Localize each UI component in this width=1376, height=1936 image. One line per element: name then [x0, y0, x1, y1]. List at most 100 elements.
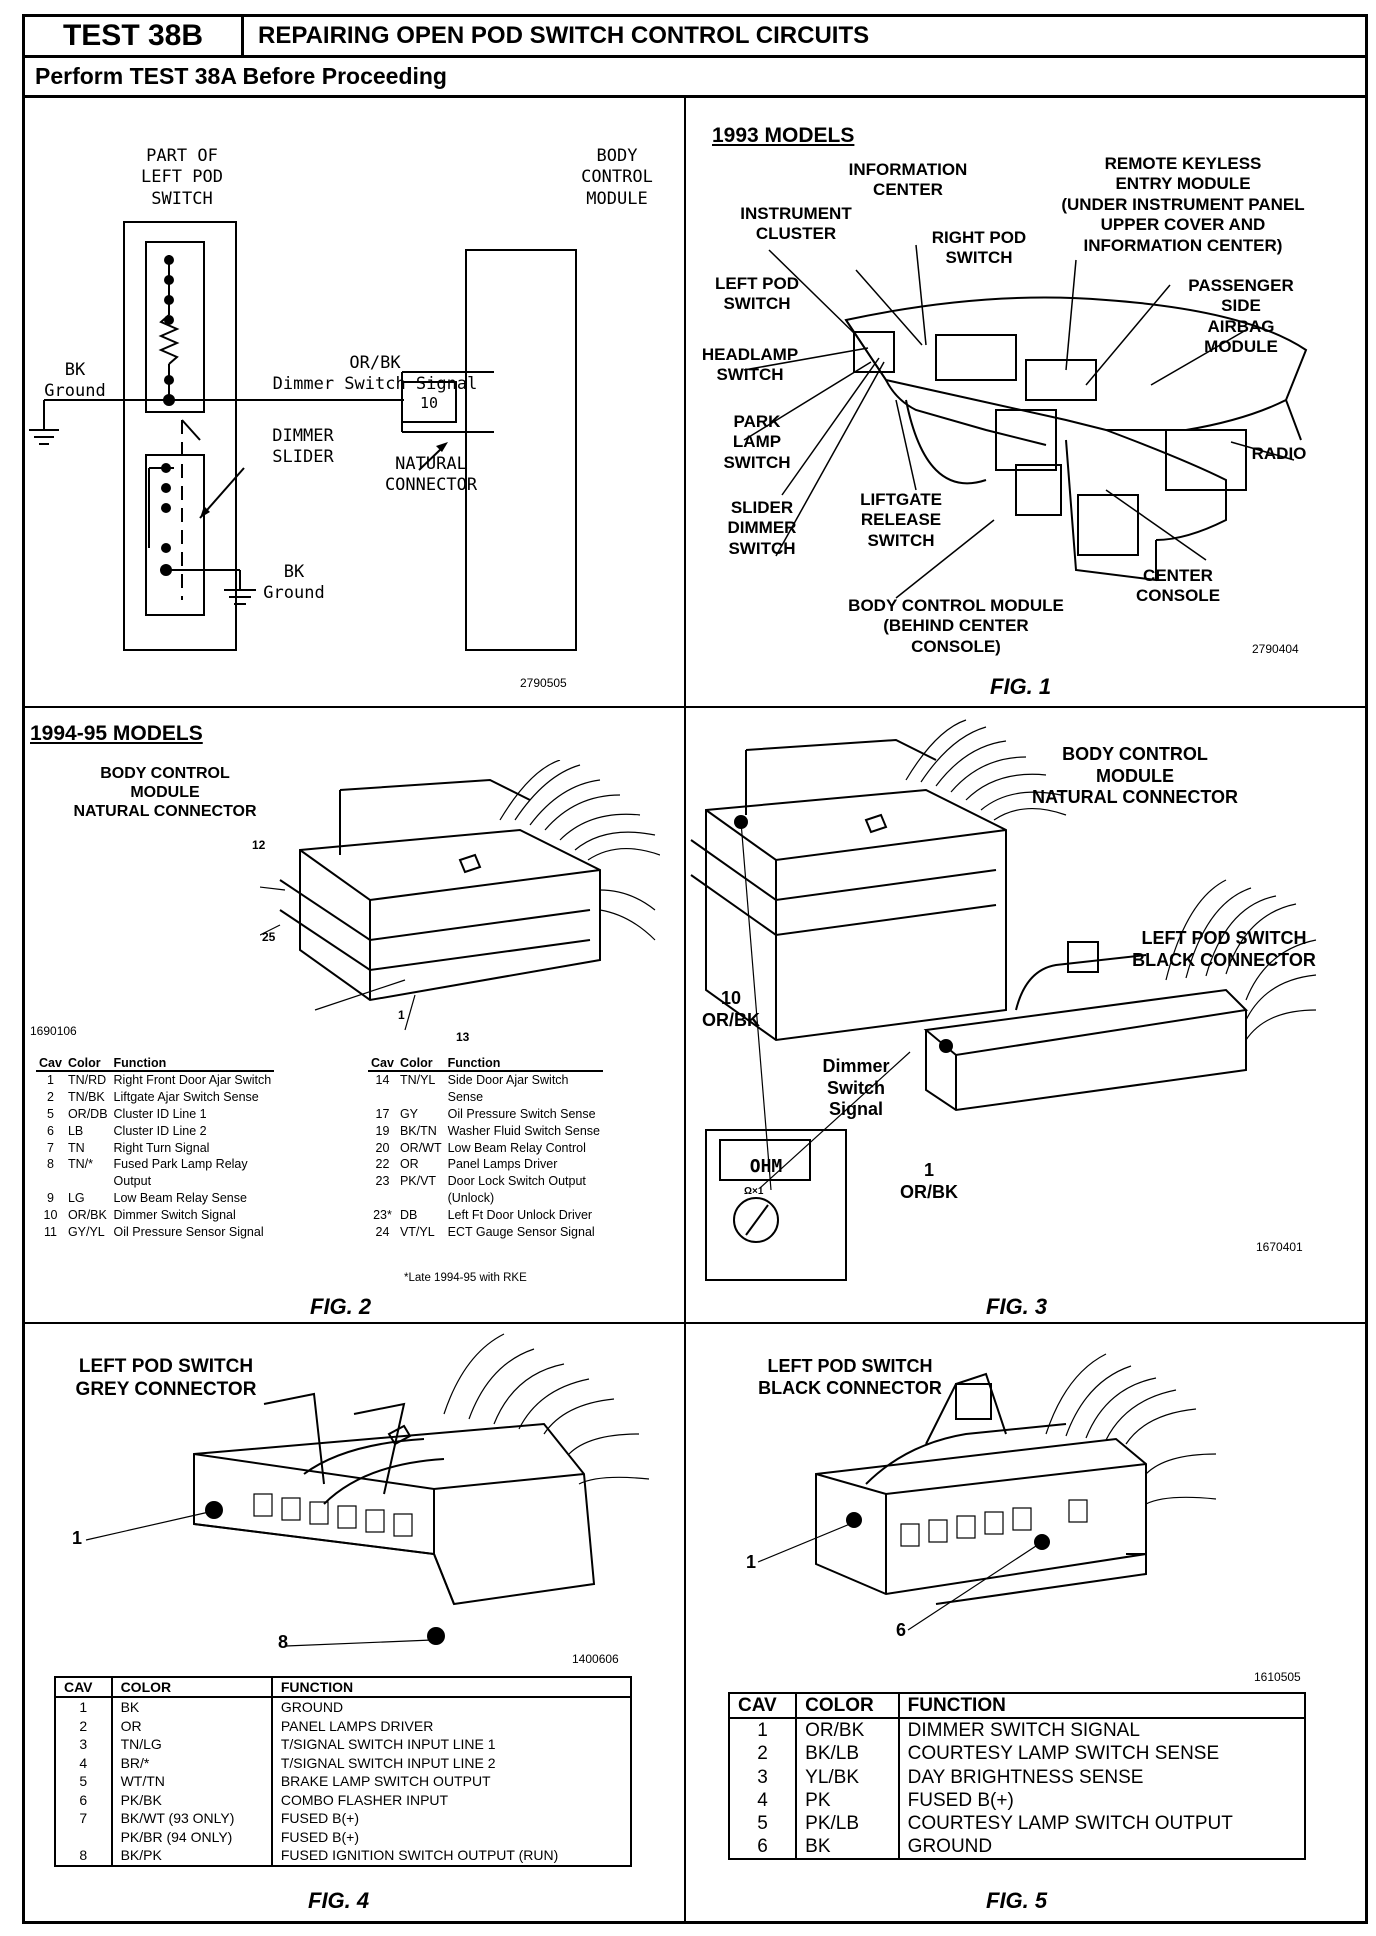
pin-8-dot [427, 1627, 445, 1645]
cell-function: Liftgate Ajar Switch Sense [113, 1089, 259, 1104]
cell-cav: 6 [729, 1835, 798, 1860]
cell-function: Washer Fluid Switch Sense [447, 1123, 600, 1138]
fig5-caption: FIG. 5 [986, 1888, 1048, 1913]
label-information-center: INFORMATION CENTER [848, 160, 968, 200]
cell-color: PK/VT [399, 1174, 437, 1189]
fig2-pin-12: 12 [252, 838, 266, 852]
contact [164, 315, 174, 325]
fig4-caption: FIG. 4 [308, 1888, 370, 1913]
pin-10: 10 [419, 394, 439, 412]
wire-label: OR/BK Dimmer Switch Signal [272, 353, 478, 395]
fig1-code: 2790404 [1252, 642, 1299, 656]
pin-6-dot [1034, 1534, 1050, 1550]
probe-pin-10 [734, 815, 748, 829]
cell-cav: 17 [375, 1106, 390, 1121]
cell-cav: 19 [375, 1123, 390, 1138]
bcm-title: BODY CONTROL MODULE [581, 146, 653, 209]
label-remote-keyless: REMOTE KEYLESS ENTRY MODULE (UNDER INSTR… [1061, 154, 1305, 255]
cell-function: DAY BRIGHTNESS SENSE [898, 1765, 1307, 1789]
pin-1-dot [846, 1512, 862, 1528]
fig3-signal-label: Dimmer Switch Signal [822, 1056, 890, 1120]
probe-pin-1 [939, 1039, 953, 1053]
cell-function: Cluster ID Line 1 [113, 1106, 207, 1121]
label-park-lamp: PARK LAMP SWITCH [723, 412, 791, 472]
fig3-connector-title: BODY CONTROL MODULE NATURAL CONNECTOR [1032, 744, 1238, 808]
cell-cav: 3 [55, 1735, 113, 1754]
cell-color: LB [67, 1123, 84, 1138]
contact [164, 375, 174, 385]
col-color: Color [64, 1056, 111, 1072]
fig2-caption: FIG. 2 [310, 1294, 372, 1319]
grid-divider-h2 [22, 1322, 1368, 1324]
fig5-code: 1610505 [1254, 1670, 1301, 1684]
cell-function: T/SIGNAL SWITCH INPUT LINE 1 [271, 1735, 633, 1754]
cell-function: COMBO FLASHER INPUT [271, 1790, 633, 1810]
col-function: FUNCTION [898, 1693, 1307, 1720]
col-function: Function [110, 1056, 275, 1072]
cell-cav: 11 [43, 1224, 57, 1239]
ohm-scale: Ω×1 [744, 1186, 764, 1197]
dimmer-slider-label: DIMMER SLIDER [272, 426, 334, 468]
cell-color: VT/YL [399, 1224, 435, 1239]
page-title: REPAIRING OPEN POD SWITCH CONTROL CIRCUI… [244, 14, 1368, 58]
fig3-pin10-label: 10 OR/BK [702, 988, 760, 1030]
cell-cav: 4 [729, 1788, 798, 1812]
cell-function: Right Turn Signal [113, 1140, 210, 1155]
fig1-heading: 1993 MODELS [712, 124, 855, 147]
test-id: TEST 38B [22, 14, 244, 58]
cell-function: COURTESY LAMP SWITCH SENSE [898, 1742, 1307, 1766]
label-slider-dimmer: SLIDER DIMMER SWITCH [727, 498, 797, 558]
cell-cav: 10 [43, 1208, 58, 1222]
col-color: Color [396, 1056, 445, 1072]
table-row: 22 OR Panel Lamps Driver [368, 1156, 603, 1173]
cell-function: FUSED IGNITION SWITCH OUTPUT (RUN) [271, 1846, 633, 1866]
cell-color: BR/* [111, 1753, 273, 1773]
cell-color: OR/DB [67, 1106, 108, 1121]
cell-function: Panel Lamps Driver [447, 1157, 558, 1172]
cell-cav: 5 [729, 1811, 798, 1836]
cell-color: PK/BK [111, 1790, 273, 1810]
fig5-pin1: 1 [746, 1552, 757, 1572]
cell-cav: 5 [55, 1772, 113, 1791]
cell-function: Side Door Ajar Switch Sense [447, 1073, 569, 1104]
cell-color: OR/BK [796, 1718, 900, 1743]
subtitle: Perform TEST 38A Before Proceeding [22, 58, 1368, 98]
cell-function: GROUND [898, 1835, 1307, 1860]
cell-function: DIMMER SWITCH SIGNAL [898, 1718, 1307, 1743]
cell-color: BK/LB [796, 1742, 900, 1766]
cell-color: OR [399, 1157, 419, 1172]
cell-color: BK [796, 1835, 900, 1860]
col-function: FUNCTION [271, 1677, 633, 1699]
cell-color: TN/YL [399, 1073, 436, 1087]
cell-color: BK [111, 1697, 273, 1717]
cell-color: BK/WT (93 ONLY) PK/BR (94 ONLY) [111, 1809, 273, 1847]
contact [164, 275, 174, 285]
fig5-title: LEFT POD SWITCH BLACK CONNECTOR [758, 1356, 942, 1398]
contact [161, 483, 171, 493]
cell-color: TN/* [67, 1157, 93, 1172]
cell-function: PANEL LAMPS DRIVER [271, 1716, 633, 1736]
label-left-pod: LEFT POD SWITCH [714, 274, 800, 314]
cell-cav: 22 [375, 1157, 390, 1172]
cell-cav: 3 [729, 1765, 798, 1789]
fig2-pin-13: 13 [456, 1030, 470, 1044]
cell-cav: 23* [373, 1208, 392, 1222]
grid-divider-v [684, 98, 686, 1924]
